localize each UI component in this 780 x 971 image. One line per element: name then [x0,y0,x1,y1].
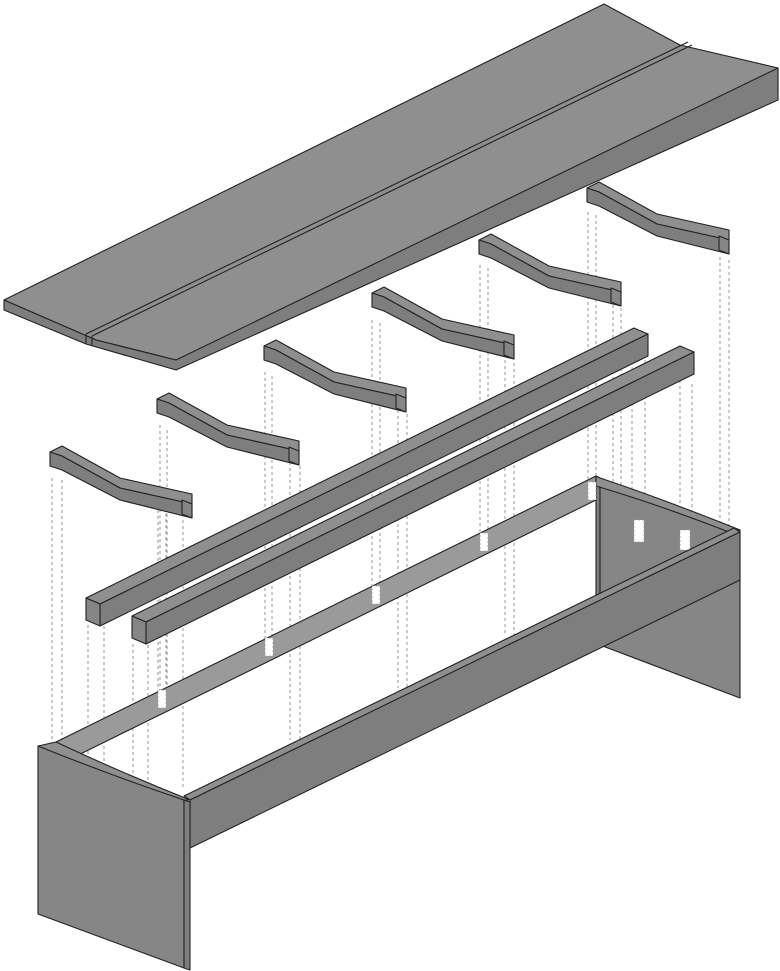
cross-slat [49,445,193,519]
cross-slat [156,392,300,466]
cross-slats [49,181,730,519]
cross-slat [586,181,730,255]
cross-slat [263,339,407,413]
long-beams [85,327,695,645]
long-beam-front [131,345,695,645]
base-frame [37,475,741,971]
seat-top-panel [3,3,779,371]
cross-slat [478,233,622,307]
long-beam-back [85,327,649,627]
cross-slat [371,286,515,360]
